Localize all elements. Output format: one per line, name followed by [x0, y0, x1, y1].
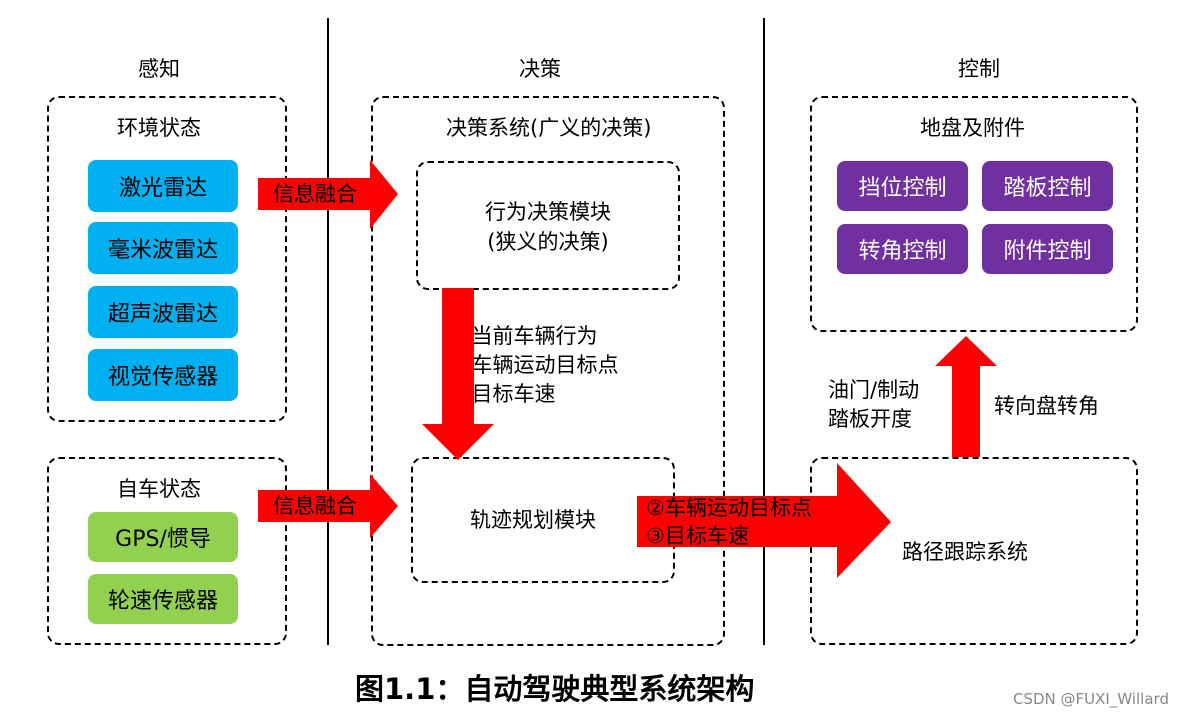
separator-perception-decision	[327, 18, 329, 645]
to-tracking-label-2: ③目标车速	[646, 524, 749, 548]
steering-angle-control: 转角控制	[837, 224, 968, 274]
decision-output-1: ① 当前车辆行为	[446, 324, 598, 348]
feedback-throttle-line2: 踏板开度	[828, 407, 912, 431]
behavior-decision-line2: (狭义的决策)	[487, 230, 609, 254]
feedback-throttle-line1: 油门/制动	[828, 378, 920, 402]
sensor-lidar: 激光雷达	[88, 160, 238, 212]
env-state-box	[47, 96, 287, 422]
decision-output-2: ② 车辆运动目标点	[446, 353, 619, 377]
sensor-gps-ins: GPS/惯导	[88, 512, 238, 562]
fusion-label-bottom: 信息融合	[273, 494, 357, 518]
behavior-decision-module	[416, 161, 680, 290]
behavior-decision-line1: 行为决策模块	[485, 200, 611, 224]
chassis-title: 地盘及附件	[920, 116, 1025, 140]
feedback-steering-angle: 转向盘转角	[994, 394, 1099, 418]
fusion-label-top: 信息融合	[273, 182, 357, 206]
trajectory-planning-label: 轨迹规划模块	[470, 508, 596, 532]
feedback-amp: &	[958, 394, 975, 418]
to-tracking-label-1: ②车辆运动目标点	[646, 496, 812, 520]
sensor-wheel-speed: 轮速传感器	[88, 574, 238, 624]
decision-output-3: ③ 目标车速	[446, 382, 556, 406]
gear-control: 挡位控制	[837, 161, 968, 211]
column-title-perception: 感知	[138, 57, 180, 81]
chassis-box	[810, 96, 1138, 332]
sensor-mmwave-radar: 毫米波雷达	[88, 222, 238, 274]
separator-decision-control	[763, 18, 765, 645]
sensor-vision: 视觉传感器	[88, 349, 238, 401]
path-tracking-label: 路径跟踪系统	[902, 540, 1028, 564]
accessory-control: 附件控制	[982, 224, 1113, 274]
ego-state-title: 自车状态	[117, 477, 201, 501]
sensor-ultrasonic-radar: 超声波雷达	[88, 286, 238, 338]
env-state-title: 环境状态	[117, 116, 201, 140]
ego-state-box	[47, 457, 287, 645]
column-title-control: 控制	[958, 57, 1000, 81]
decision-system-box	[371, 96, 725, 646]
figure-caption: 图1.1：自动驾驶典型系统架构	[355, 672, 755, 706]
decision-system-title: 决策系统(广义的决策)	[446, 116, 652, 140]
column-title-decision: 决策	[519, 57, 561, 81]
pedal-control: 踏板控制	[982, 161, 1113, 211]
watermark: CSDN @FUXI_Willard	[1013, 690, 1169, 708]
